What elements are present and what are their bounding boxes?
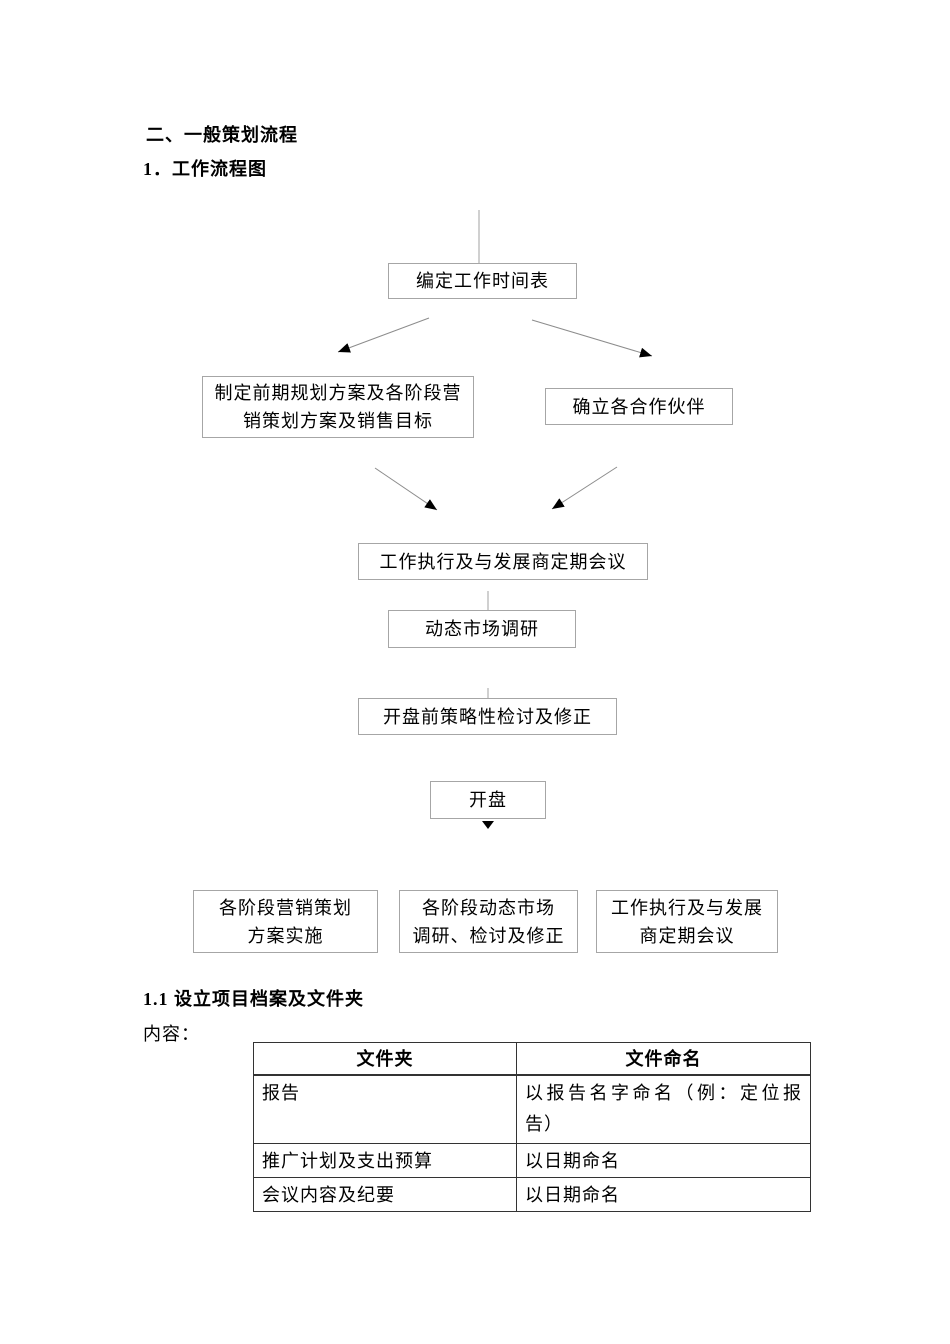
- flow-node-dynamic-research: 各阶段动态市场 调研、检讨及修正: [399, 890, 578, 953]
- cell-naming-line1: 以报告名字命名（例：定位报: [525, 1082, 802, 1103]
- arrow-plan-to-execution: [374, 467, 438, 511]
- flow-node-label: 开盘: [469, 790, 507, 810]
- cell-folder: 报告: [253, 1074, 517, 1144]
- flow-node-label: 各阶段动态市场: [422, 897, 555, 918]
- column-header-naming: 文件命名: [516, 1042, 811, 1076]
- content-label: 内容：: [143, 1024, 200, 1044]
- flow-node-execution: 工作执行及与发展商定期会议: [358, 543, 648, 580]
- arrow-timetable-to-partners: [531, 319, 653, 358]
- flow-node-timetable: 编定工作时间表: [388, 263, 577, 299]
- archive-heading: 1.1 设立项目档案及文件夹: [143, 989, 364, 1009]
- flow-node-label: 工作执行及与发展: [611, 897, 763, 918]
- cell-naming-line2: 告）: [525, 1113, 563, 1134]
- flow-node-opening: 开盘: [430, 781, 546, 819]
- flow-node-review: 开盘前策略性检讨及修正: [358, 698, 617, 735]
- flow-node-research: 动态市场调研: [388, 610, 576, 648]
- flow-node-label: 各阶段营销策划: [219, 897, 352, 918]
- arrow-partners-to-execution: [551, 466, 618, 510]
- flow-node-label: 开盘前策略性检讨及修正: [383, 706, 592, 727]
- folder-naming-table: 文件夹 文件命名 报告 以报告名字命名（例：定位报 告） 推广计划及支出预算 以…: [253, 1042, 811, 1212]
- flow-node-partners: 确立各合作伙伴: [545, 388, 733, 425]
- arrowhead-below-opening: [482, 821, 494, 829]
- flow-node-label: 动态市场调研: [425, 619, 539, 639]
- flow-node-label: 编定工作时间表: [416, 271, 549, 291]
- cell-folder: 推广计划及支出预算: [253, 1143, 517, 1178]
- flow-node-label: 工作执行及与发展商定期会议: [379, 551, 627, 572]
- flow-node-label: 销策划方案及销售目标: [243, 411, 433, 431]
- table-row: 会议内容及纪要 以日期命名: [253, 1177, 811, 1212]
- cell-naming: 以报告名字命名（例：定位报 告）: [516, 1074, 811, 1144]
- flow-node-label: 确立各合作伙伴: [572, 396, 706, 417]
- table-header-row: 文件夹 文件命名: [253, 1042, 811, 1076]
- flow-node-label: 商定期会议: [639, 925, 735, 946]
- flow-node-implementation: 各阶段营销策划 方案实施: [193, 890, 378, 953]
- table-row: 推广计划及支出预算 以日期命名: [253, 1143, 811, 1178]
- flow-node-meeting: 工作执行及与发展 商定期会议: [596, 890, 778, 953]
- column-header-folder: 文件夹: [253, 1042, 517, 1076]
- cell-folder: 会议内容及纪要: [253, 1177, 517, 1212]
- flow-node-label: 调研、检讨及修正: [412, 925, 565, 946]
- cell-naming: 以日期命名: [516, 1143, 811, 1178]
- table-row: 报告 以报告名字命名（例：定位报 告）: [253, 1074, 811, 1144]
- arrow-timetable-to-plan: [337, 317, 430, 353]
- flow-node-plan: 制定前期规划方案及各阶段营 销策划方案及销售目标: [202, 376, 474, 438]
- flow-node-label: 制定前期规划方案及各阶段营: [214, 383, 462, 403]
- cell-naming: 以日期命名: [516, 1177, 811, 1212]
- flow-node-label: 方案实施: [247, 925, 324, 946]
- subsection-heading: 1．工作流程图: [143, 159, 267, 179]
- section-heading: 二、一般策划流程: [146, 125, 298, 145]
